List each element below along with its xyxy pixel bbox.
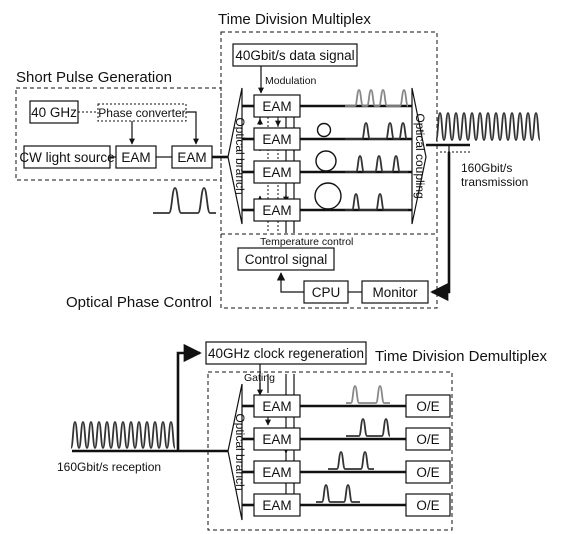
cw-light-source-label: CW light source [19, 150, 114, 165]
tx-pulse-train-160g [435, 112, 541, 141]
arrow-to-clock-regeneration [176, 343, 202, 451]
cpu-label: CPU [312, 285, 341, 300]
eam-pulse-2-label: EAM [177, 150, 206, 165]
oe-label-3: O/E [416, 465, 439, 480]
eam-mux-2-label: EAM [262, 132, 291, 147]
optical-branch-rx [227, 383, 243, 521]
optical-coupling-label: Optical coupling [413, 113, 427, 198]
modulation-label: Modulation [265, 75, 317, 87]
oe-box-3 [405, 460, 451, 484]
rx-pulse-ch2 [346, 418, 391, 437]
oe-box-4 [405, 493, 451, 517]
phase-control-region [220, 234, 438, 309]
optical-branch-rx-label: Optical branch [233, 413, 247, 490]
short-pulse-region [15, 87, 222, 181]
eam-pulse-1-label: EAM [121, 150, 150, 165]
clock-regeneration-box [205, 341, 367, 365]
pulse-train-ch3 [345, 155, 408, 173]
monitor-label: Monitor [372, 285, 418, 300]
clock-regeneration-label: 40GHz clock regeneration [208, 346, 364, 361]
optical-branch-tx-label: Optical branch [233, 117, 247, 194]
rx-pulse-ch1 [346, 385, 390, 404]
transmission-label-2: transmission [461, 175, 528, 189]
control-signal-box [237, 247, 335, 271]
pulse-train-ch1 [345, 89, 409, 107]
delay-ring-2 [315, 150, 337, 172]
gating-label: Gating [244, 372, 275, 384]
eam-mux-1-label: EAM [262, 99, 291, 114]
eam-demux-1-label: EAM [262, 399, 291, 414]
source-40ghz-label: 40 GHz [31, 105, 77, 120]
control-signal-label: Control signal [245, 252, 328, 267]
delay-ring-1 [316, 122, 332, 138]
rx-pulse-ch4 [316, 484, 360, 503]
arrow-cpu-to-control [276, 272, 304, 293]
optical-coupling [411, 87, 427, 225]
oe-box-1 [405, 394, 451, 418]
eam-demux-2-label: EAM [262, 432, 291, 447]
temperature-control-label: Temperature control [260, 236, 353, 248]
title-short-pulse-generation: Short Pulse Generation [16, 69, 172, 86]
rx-pulse-train-160g [70, 421, 176, 449]
transmission-label-1: 160Gbit/s [461, 161, 512, 175]
short-pulse-train [153, 187, 216, 214]
title-time-division-multiplex: Time Division Multiplex [218, 11, 371, 28]
eam-mux-4-label: EAM [262, 203, 291, 218]
eam-mux-3-label: EAM [262, 165, 291, 180]
oe-box-2 [405, 427, 451, 451]
data-signal-label: 40Gbit/s data signal [235, 48, 354, 63]
pulse-train-ch4 [345, 193, 408, 211]
oe-label-2: O/E [416, 432, 439, 447]
phase-converter-label: Phase converter [98, 106, 185, 120]
rx-pulse-ch3 [328, 451, 374, 470]
arrow-phase-to-eam2 [186, 111, 199, 145]
optical-branch-tx [227, 87, 243, 225]
eam-demux-3-label: EAM [262, 465, 291, 480]
title-time-division-demultiplex: Time Division Demultiplex [375, 348, 547, 365]
delay-ring-3 [314, 182, 342, 210]
title-optical-phase-control: Optical Phase Control [66, 294, 212, 311]
oe-label-1: O/E [416, 399, 439, 414]
eam-demux-4-label: EAM [262, 498, 291, 513]
pulse-train-ch2 [345, 122, 408, 140]
arrow-tap-to-monitor [430, 152, 451, 302]
data-signal-box [232, 43, 358, 67]
reception-label: 160Gbit/s reception [57, 460, 161, 474]
oe-label-4: O/E [416, 498, 439, 513]
